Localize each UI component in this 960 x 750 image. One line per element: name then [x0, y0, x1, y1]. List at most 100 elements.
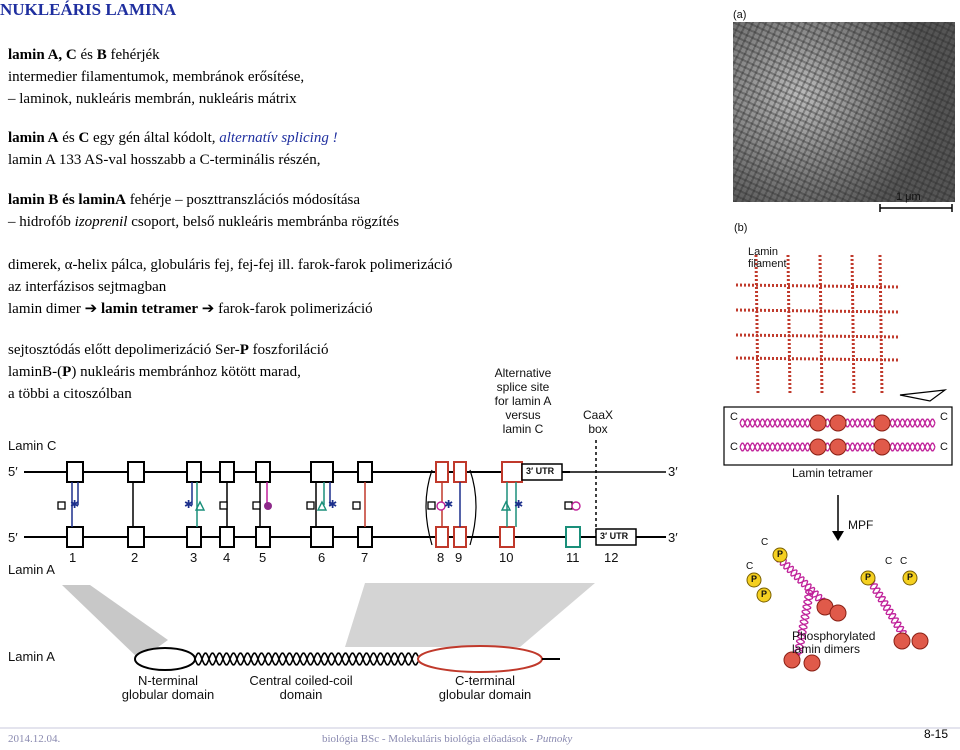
utr-c — [521, 463, 563, 481]
domain-line: Central coiled-coil — [249, 673, 353, 688]
alt-splice-line: Alternative — [494, 366, 552, 380]
exon-number: 5 — [259, 550, 267, 565]
exon-c-6 — [310, 461, 334, 483]
filament-line: Lamin — [748, 246, 778, 258]
text-span: fehérje – poszttranszlációs módosítása — [125, 192, 361, 208]
text-line-6: lamin B és laminA fehérje – poszttranszl… — [8, 191, 360, 209]
text-line-2: intermedier filamentumok, membránok erős… — [8, 69, 305, 85]
five-prime-a: 5′ — [8, 530, 18, 545]
n-domain-label: N-terminal globular domain — [108, 674, 228, 702]
utr-label-a: 3′ UTR — [600, 531, 629, 541]
text-line-7: – hidrofób izoprenil csoport, belső nukl… — [8, 213, 399, 231]
exon-c-7 — [357, 461, 373, 483]
text-line-8: dimerek, α-helix pálca, globuláris fej, … — [8, 257, 453, 273]
exon-c-9 — [453, 461, 467, 483]
alt-splice-line: splice site — [496, 380, 550, 394]
scale-label: 1 μm — [896, 191, 921, 203]
alt-splice-label: Alternative splice site for lamin A vers… — [478, 366, 568, 436]
asterisk-icon: ✱ — [184, 499, 194, 511]
dimer-helix — [867, 578, 907, 638]
phospho-p-label: P — [751, 574, 758, 584]
phospho-p-label: P — [761, 589, 768, 599]
coiled-coil — [194, 652, 419, 666]
exon-number: 10 — [499, 550, 514, 565]
domain-line: C-terminal — [455, 673, 515, 688]
text-line-4: lamin A és C egy gén által kódolt, alter… — [8, 129, 338, 147]
text-bold: lamin A — [8, 130, 59, 146]
exon-number: 2 — [131, 550, 139, 565]
alt-splice-line: lamin C — [502, 422, 544, 436]
asterisk-icon: ✱ — [514, 499, 524, 511]
exon-c-10 — [501, 461, 523, 483]
exon-number: 12 — [604, 550, 619, 565]
splice-arc-right — [469, 469, 477, 546]
utr-label-c: 3′ UTR — [526, 466, 555, 476]
footer-center: biológia BSc - Molekuláris biológia előa… — [322, 733, 572, 745]
text-line-12: laminB-(P) nukleáris membránhoz kötött m… — [8, 363, 301, 381]
exon-c-8 — [435, 461, 449, 483]
phospho-p-label: P — [907, 572, 914, 582]
domain-line: N-terminal — [138, 673, 198, 688]
utr-a — [595, 528, 637, 546]
exon-a-7 — [357, 526, 373, 548]
n-terminal-domain — [134, 647, 196, 671]
exon-c-2 — [127, 461, 145, 483]
lamin-meshwork — [735, 254, 901, 396]
c-label: C — [730, 441, 738, 453]
text-span: egy gén által kódolt, — [89, 130, 220, 146]
mid-domain-label: Central coiled-coil domain — [236, 674, 366, 702]
exon-number: 6 — [318, 550, 326, 565]
exon-a-6 — [310, 526, 334, 548]
dimer-helix — [794, 589, 815, 656]
exon-c-3 — [186, 461, 202, 483]
exon-a-4 — [219, 526, 235, 548]
text-bold: B — [96, 47, 107, 63]
slide-title: NUKLEÁRIS LAMINA — [0, 0, 177, 19]
exon-a-5 — [255, 526, 271, 548]
alt-splice-line: for lamin A — [494, 394, 552, 408]
tetramer-label: Lamin tetramer — [792, 466, 873, 480]
text-span: – hidrofób — [8, 214, 75, 230]
text-span: foszforiláció — [248, 342, 329, 358]
phospho-p-label: P — [865, 572, 872, 582]
domain-line: domain — [279, 687, 323, 702]
exon-number: 9 — [455, 550, 463, 565]
lamin-a-label: Lamin A — [8, 562, 55, 577]
text-bold: P — [62, 364, 72, 380]
exon-number: 8 — [437, 550, 445, 565]
phospho-line: lamin dimers — [792, 642, 861, 656]
mpf-arrowhead — [832, 531, 844, 541]
lamin-c-label: Lamin C — [8, 438, 57, 453]
three-prime-c: 3′ — [668, 464, 678, 479]
panel-b-label: (b) — [734, 222, 748, 234]
micrograph-image — [733, 22, 955, 202]
c-label: C — [940, 411, 948, 423]
caax-label: CaaX box — [578, 408, 618, 436]
text-italic: izoprenil — [74, 214, 128, 230]
lamin-a-protein-label: Lamin A — [8, 649, 55, 664]
exon-number: 4 — [223, 550, 231, 565]
footer-author: Putnoky — [536, 733, 573, 745]
asterisk-icon: ✱ — [328, 499, 338, 511]
text-line-13: a többi a citoszólban — [8, 386, 132, 402]
text-line-1: lamin A, C és B fehérjék — [8, 46, 160, 64]
footer-date: 2014.12.04. — [8, 733, 61, 745]
zoom-pointer — [899, 389, 948, 402]
page-number: 8-15 — [924, 727, 949, 741]
exon-a-11 — [565, 526, 581, 548]
text-span: ) nukleáris membránhoz kötött marad, — [71, 364, 301, 380]
text-span: lamin dimer — [8, 301, 85, 317]
dimer-heads — [783, 598, 929, 672]
c-label: C — [900, 556, 908, 567]
dimer-helix — [776, 555, 830, 609]
footer-course: biológia BSc - Molekuláris biológia előa… — [322, 733, 537, 745]
asterisk-icon: ✱ — [444, 499, 454, 511]
c-terminal-domain — [417, 645, 543, 673]
phospho-label: Phosphorylated lamin dimers — [792, 630, 875, 656]
c-label: C — [730, 411, 738, 423]
splice-arc-left — [425, 469, 433, 546]
exon-a-9 — [453, 526, 467, 548]
text-bold: lamin A, C — [8, 47, 77, 63]
projection-c — [345, 583, 595, 647]
